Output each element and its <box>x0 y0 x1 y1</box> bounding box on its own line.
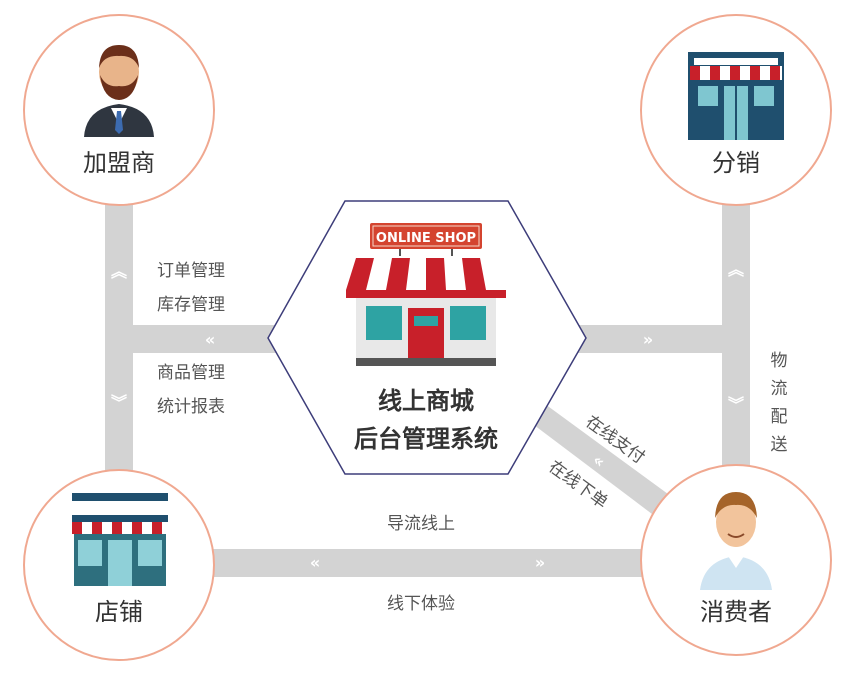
label-statistics-report: 统计报表 <box>157 397 225 417</box>
chevron-down-icon: ︾ <box>728 395 744 414</box>
chevron-up-icon: ︽ <box>728 260 744 279</box>
node-label-franchisee: 加盟商 <box>83 149 155 177</box>
label-logistics-char: 物 <box>771 351 788 371</box>
chevron-right-icon: » <box>535 553 545 572</box>
node-consumer: 消费者 <box>640 464 832 656</box>
label-logistics-char: 送 <box>771 435 788 455</box>
road-left-vertical <box>105 190 133 490</box>
label-drive-online: 导流线上 <box>387 514 455 534</box>
chevron-left-icon: « <box>205 330 215 349</box>
road-left-horizontal <box>133 325 283 353</box>
node-label-store: 店铺 <box>95 598 143 626</box>
center-title-line2: 后台管理系统 <box>354 425 498 453</box>
chevron-right-icon: » <box>643 330 653 349</box>
consumer-icon <box>700 492 772 590</box>
label-offline-experience: 线下体验 <box>387 594 455 614</box>
chevron-left-icon: « <box>310 553 320 572</box>
chevron-up-icon: ︽ <box>111 262 127 281</box>
chevron-down-icon: ︾ <box>111 393 127 412</box>
node-franchisee: 加盟商 <box>23 14 215 206</box>
label-order-management: 订单管理 <box>157 261 225 281</box>
node-label-distribution: 分销 <box>712 149 760 177</box>
road-right-vertical <box>722 190 750 480</box>
online-shop-icon: ONLINE SHOP <box>346 223 506 366</box>
node-store: 店铺 <box>23 469 215 661</box>
label-logistics-char: 流 <box>771 379 788 399</box>
road-diagonal <box>530 404 668 514</box>
businessman-icon <box>84 45 154 137</box>
road-right-horizontal <box>575 325 722 353</box>
connection-roads <box>105 190 750 577</box>
center-title-line1: 线上商城 <box>378 387 474 415</box>
label-product-management: 商品管理 <box>157 363 225 383</box>
storefront-icon <box>688 52 784 140</box>
center-hexagon: ONLINE SHOP 线上商城 后台管理系统 <box>267 200 587 475</box>
node-label-consumer: 消费者 <box>700 598 772 626</box>
label-logistics-char: 配 <box>771 407 788 427</box>
shop-icon <box>72 493 168 586</box>
node-distribution: 分销 <box>640 14 832 206</box>
shop-sign-text: ONLINE SHOP <box>376 231 476 246</box>
label-inventory-management: 库存管理 <box>157 295 225 315</box>
road-bottom-horizontal <box>210 549 650 577</box>
